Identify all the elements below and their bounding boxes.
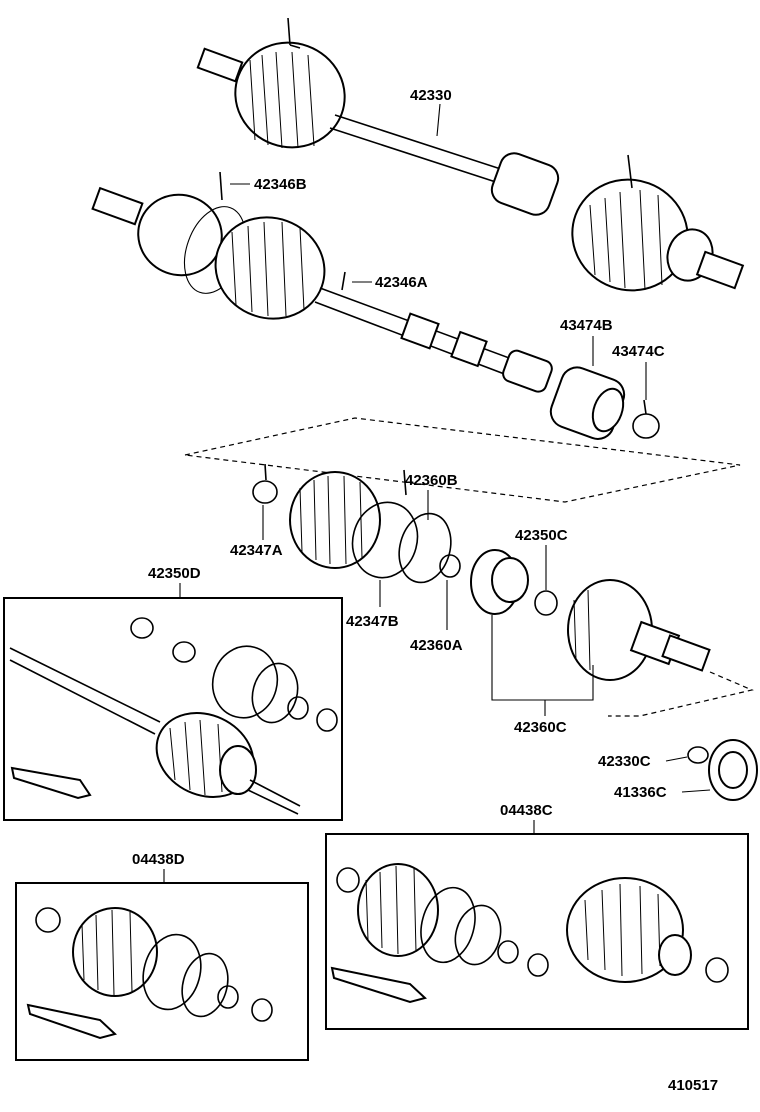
label-43474B: 43474B	[560, 317, 613, 334]
label-42350D: 42350D	[148, 565, 201, 582]
part-43474C-clamp[interactable]	[632, 399, 660, 439]
label-42347A: 42347A	[230, 542, 283, 559]
label-42360A: 42360A	[410, 637, 463, 654]
label-42350C: 42350C	[515, 527, 568, 544]
label-41336C: 41336C	[614, 784, 667, 801]
part-inner-boot[interactable]	[289, 471, 381, 569]
kit-04438C-contents	[330, 863, 729, 1004]
label-42360B: 42360B	[405, 472, 458, 489]
label-42330C: 42330C	[598, 753, 651, 770]
kit-box-04438D[interactable]	[15, 882, 309, 1061]
label-42346B: 42346B	[254, 176, 307, 193]
kit-04438D-contents	[26, 907, 273, 1040]
part-42330C-ring[interactable]	[687, 746, 709, 764]
part-42350C-snap-ring[interactable]	[534, 590, 558, 616]
label-42346A: 42346A	[375, 274, 428, 291]
part-tripod-joint[interactable]	[470, 549, 529, 615]
label-04438C: 04438C	[500, 802, 553, 819]
drive-shaft-assembly-42330[interactable]	[196, 17, 745, 307]
kit-42350D-contents	[9, 617, 338, 815]
label-42360C: 42360C	[514, 719, 567, 736]
label-43474C: 43474C	[612, 343, 665, 360]
drive-shaft-inner-assembly[interactable]	[91, 183, 555, 394]
part-42360A-snap-ring[interactable]	[439, 554, 461, 578]
part-outer-joint-housing[interactable]	[567, 579, 711, 681]
label-04438D: 04438D	[132, 851, 185, 868]
label-42330: 42330	[410, 87, 452, 104]
figure-number: 410517	[668, 1077, 718, 1094]
part-42347B-boot-clamp[interactable]	[344, 495, 425, 585]
part-42347A-boot-clamp[interactable]	[252, 463, 278, 504]
kit-box-04438C[interactable]	[325, 833, 749, 1030]
part-43474B-dynamic-damper[interactable]	[546, 363, 628, 443]
label-42347B: 42347B	[346, 613, 399, 630]
part-41336C-seal[interactable]	[708, 739, 758, 801]
kit-box-42350D[interactable]	[3, 597, 343, 821]
